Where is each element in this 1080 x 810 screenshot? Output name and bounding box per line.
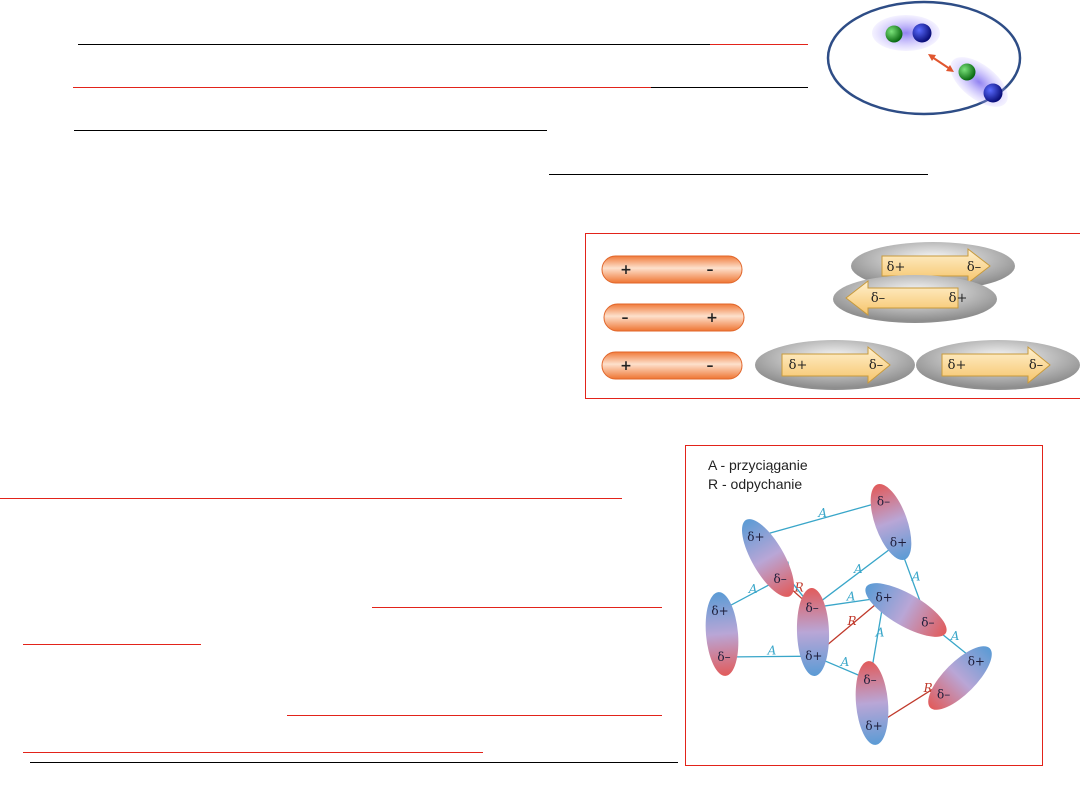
repulsion-label: R: [846, 614, 856, 628]
polar-molecule: [865, 583, 947, 637]
network-legend: A - przyciąganie R - odpychanie: [708, 456, 808, 494]
attraction-link: [811, 542, 899, 609]
dipole-arrow-left: δ+: [789, 358, 808, 373]
underline-line-7: [23, 644, 201, 645]
interaction-arrow: [931, 56, 951, 70]
dipole-arrow-left: δ–: [871, 291, 885, 306]
delta-minus-label: δ–: [773, 572, 786, 586]
delta-minus-label: δ–: [863, 673, 876, 687]
underline-line-10: [30, 762, 678, 763]
underline-line-1b: [710, 44, 808, 45]
delta-plus-label: δ+: [968, 655, 985, 669]
blue-atom: [983, 83, 1003, 103]
dipole-arrow-right: δ–: [1029, 358, 1043, 373]
delta-minus-label: δ–: [921, 616, 934, 630]
dipole-arrow-right: δ–: [869, 358, 883, 373]
underline-line-1a: [78, 44, 710, 45]
polar-molecule: [742, 519, 794, 597]
polar-molecule: [928, 646, 992, 710]
dipole-bar-right-sign: +: [706, 310, 718, 326]
polar-molecule-network: AARAAAAARAAARδ+δ–δ+δ–δ+δ–δ+δ–δ+δ–δ+δ–δ+δ…: [705, 484, 992, 745]
interaction-arrow-head: [946, 65, 954, 72]
underline-line-2b: [651, 87, 808, 88]
dipole-figure: + – – + + – δ+ δ– δ– δ+ δ+ δ– δ+ δ–: [601, 242, 1080, 390]
dipole-figure-frame: [585, 233, 1080, 399]
attraction-link: [755, 500, 884, 538]
dipole-bar-left-sign: +: [620, 358, 632, 374]
underline-line-2a: [73, 87, 651, 88]
attraction-label: A: [817, 506, 827, 520]
polar-molecule: [705, 592, 739, 676]
polar-molecule: [870, 484, 912, 560]
delta-minus-label: δ–: [937, 687, 950, 701]
dipole-arrow: [845, 279, 959, 317]
dipole-bar-right-sign: –: [707, 358, 714, 374]
green-atom: [885, 25, 903, 43]
attraction-label: A: [846, 590, 856, 604]
underline-line-5: [0, 498, 622, 499]
delta-minus-label: δ–: [806, 601, 819, 615]
polar-molecule: [855, 661, 889, 745]
attraction-label: A: [853, 562, 863, 576]
dipole-bar-right-sign: –: [707, 262, 714, 278]
dipole-bar: [601, 351, 743, 380]
underline-line-8: [287, 715, 662, 716]
legend-attraction: A - przyciąganie: [708, 457, 808, 473]
legend-repulsion: R - odpychanie: [708, 476, 803, 492]
underline-line-9: [23, 752, 483, 753]
attraction-label: A: [911, 570, 921, 584]
green-atom: [958, 63, 976, 81]
attraction-label: A: [767, 644, 777, 658]
dipole-arrow: [941, 345, 1051, 385]
delta-minus-label: δ–: [717, 650, 730, 664]
dipole-arrow-left: δ+: [887, 260, 906, 275]
repulsion-label: R: [923, 681, 933, 695]
delta-plus-label: δ+: [747, 530, 764, 544]
dipole-bar-left-sign: –: [622, 310, 629, 326]
dipole-bar: [603, 303, 745, 332]
underline-line-4: [549, 174, 928, 175]
attraction-label: A: [950, 629, 960, 643]
molecule-pair-figure: [826, 0, 1022, 116]
delta-plus-label: δ+: [890, 536, 907, 550]
attraction-link: [724, 655, 814, 658]
delta-plus-label: δ+: [711, 604, 728, 618]
repulsion-label: R: [794, 580, 804, 594]
dipole-arrow: [781, 345, 891, 385]
interaction-arrow-head: [928, 54, 936, 61]
polar-molecule: [796, 588, 830, 676]
network-figure-frame: [685, 445, 1043, 766]
blue-atom: [912, 23, 932, 43]
attraction-label: A: [875, 626, 885, 640]
delta-minus-label: δ–: [877, 494, 890, 508]
delta-plus-label: δ+: [875, 590, 892, 604]
underline-line-6: [372, 607, 662, 608]
dipole-arrow-left: δ+: [948, 358, 967, 373]
dipole-bar: [601, 255, 743, 284]
dipole-arrow-right: δ–: [967, 260, 981, 275]
dipole-bar-left-sign: +: [620, 262, 632, 278]
attraction-label: A: [748, 582, 758, 596]
attraction-label: A: [840, 655, 850, 669]
delta-plus-label: δ+: [865, 719, 882, 733]
dipole-arrow-right: δ+: [949, 291, 968, 306]
delta-plus-label: δ+: [805, 649, 822, 663]
underline-line-3: [74, 130, 547, 131]
